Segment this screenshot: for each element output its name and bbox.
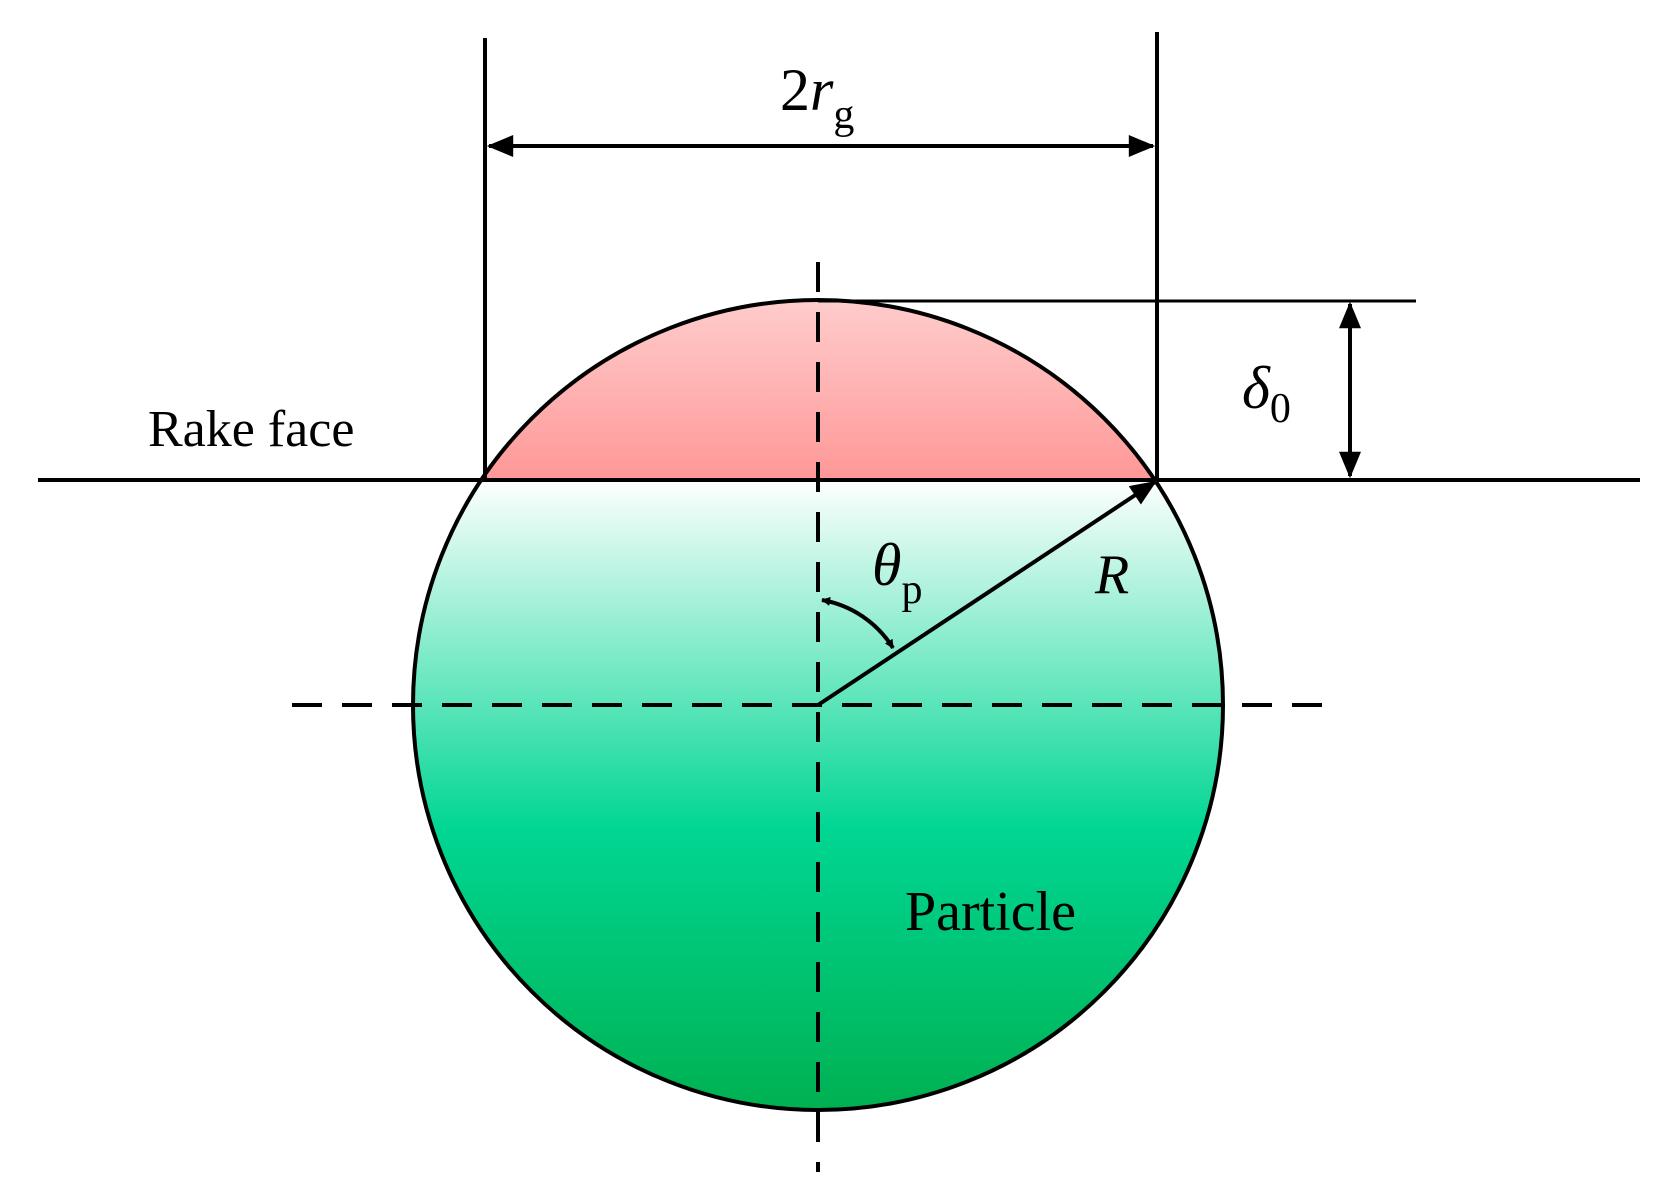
rake-face-label: Rake face <box>148 401 354 458</box>
angle-arc <box>821 596 895 650</box>
angle-label: θp <box>872 532 922 613</box>
depth-label: δ0 <box>1242 355 1291 432</box>
particle-body <box>413 478 1223 1110</box>
width-label: 2rg <box>780 57 854 138</box>
radius-arrow <box>816 480 1157 707</box>
particle-label: Particle <box>905 881 1076 943</box>
radius-label: R <box>1094 544 1129 606</box>
